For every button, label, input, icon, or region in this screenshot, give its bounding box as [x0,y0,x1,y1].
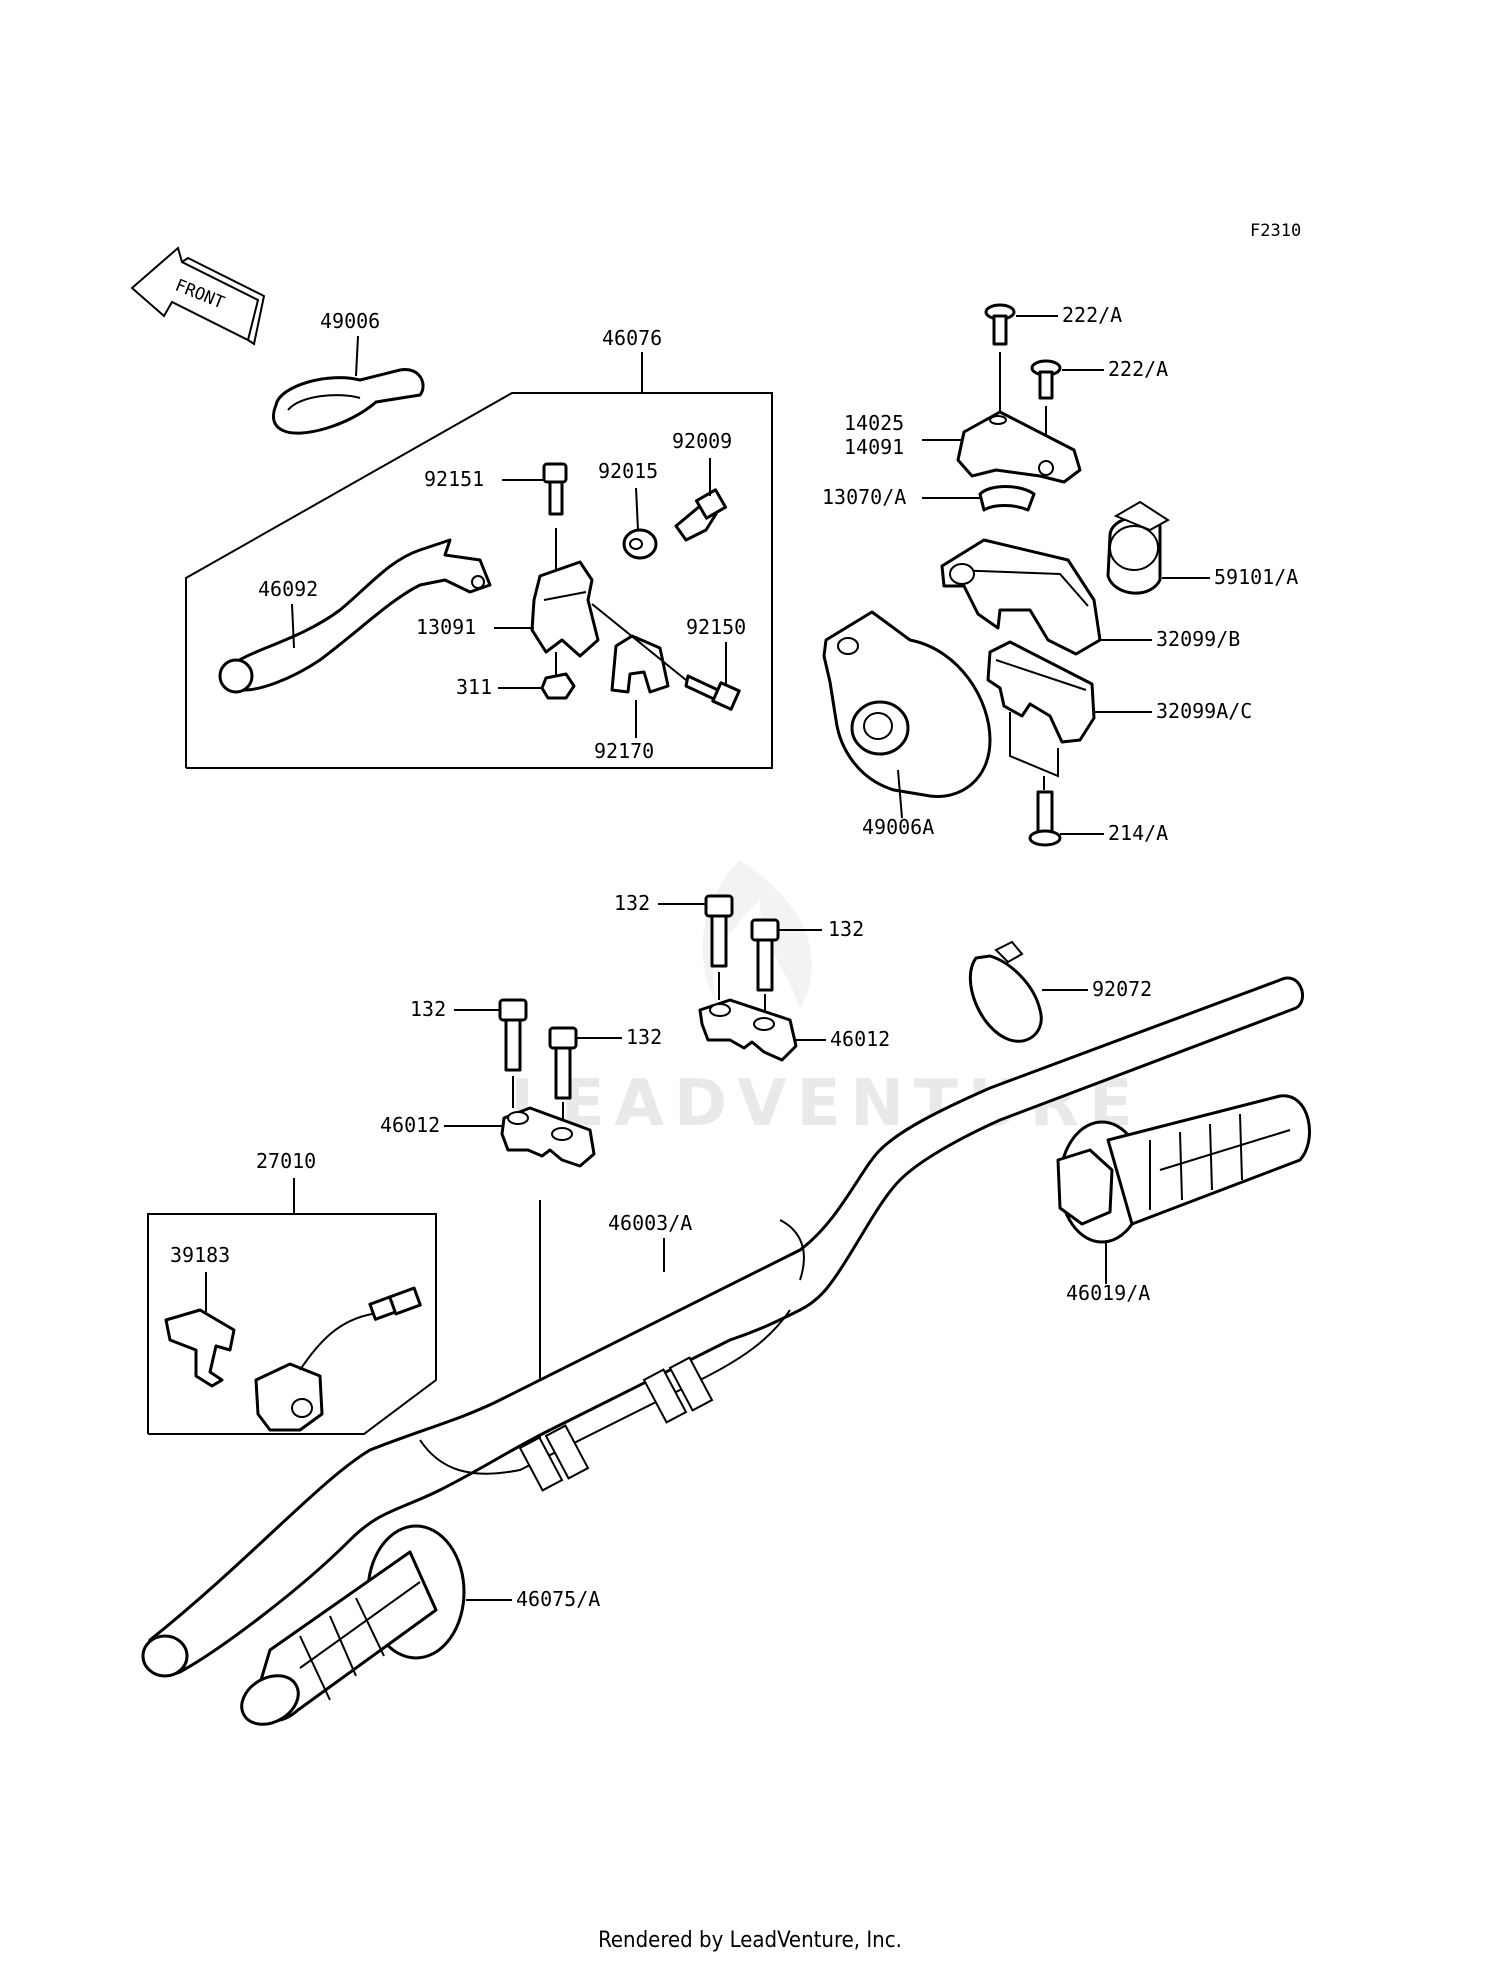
throttle-housing-upper-32099b [940,538,1102,656]
label-14091: 14091 [844,435,904,459]
collar-59101a [1106,500,1170,595]
label-46092: 46092 [258,577,318,601]
label-92151: 92151 [424,467,484,491]
handlebar-clamp-46012-1 [698,998,798,1062]
screw-222a-1 [984,303,1016,346]
grip-left-46075a [240,1524,466,1726]
label-92150: 92150 [686,615,746,639]
label-222a-2: 222/A [1108,357,1168,381]
front-arrow-icon: FRONT [130,246,266,346]
label-92072: 92072 [1092,977,1152,1001]
label-132-1: 132 [614,891,650,915]
label-14025: 14025 [844,411,904,435]
knurl-band-2 [642,1356,714,1424]
label-92015: 92015 [598,459,658,483]
label-13070a: 13070/A [822,485,906,509]
lever-cover-49006 [272,368,425,435]
label-46075a: 46075/A [516,1587,600,1611]
throttle-cover-49006a [822,610,992,798]
throttle-housing-lower-32099ac [986,640,1096,744]
handlebar-clamp-46012-2 [500,1106,596,1168]
bolt-132-3 [498,998,528,1072]
label-49006a: 49006A [862,815,934,839]
label-214a: 214/A [1108,821,1168,845]
lever-holder-13091 [530,560,600,658]
label-311: 311 [456,675,492,699]
label-13091: 13091 [416,615,476,639]
label-222a-1: 222/A [1062,303,1122,327]
band-92072 [968,940,1043,1043]
kill-switch-27010 [254,1286,422,1432]
bolt-92150 [684,674,741,711]
label-132-2: 132 [828,917,864,941]
pulley-13070a [978,485,1036,512]
label-92009: 92009 [672,429,732,453]
handlebar-46003a [141,976,1305,1678]
clamp-92170 [610,634,670,694]
label-132-4: 132 [626,1025,662,1049]
bolt-92151 [542,462,568,516]
label-46003a: 46003/A [608,1211,692,1235]
label-92170: 92170 [594,739,654,763]
brake-lever-46092 [218,538,492,694]
screw-222a-2 [1030,359,1062,400]
label-46019a: 46019/A [1066,1281,1150,1305]
screw-214a [1028,790,1062,847]
bolt-132-1 [704,894,734,968]
grip-right-46019a [1056,1094,1312,1244]
bolt-132-2 [750,918,780,992]
nut-92015 [622,528,658,560]
label-46012-2: 46012 [380,1113,440,1137]
nut-311 [540,672,576,700]
knurl-band-1 [518,1424,590,1492]
label-32099b: 32099/B [1156,627,1240,651]
label-39183: 39183 [170,1243,230,1267]
label-46012-1: 46012 [830,1027,890,1051]
label-46076: 46076 [602,326,662,350]
label-27010: 27010 [256,1149,316,1173]
label-59101a: 59101/A [1214,565,1298,589]
switch-clamp-39183 [164,1308,236,1388]
figure-code: F2310 [1250,221,1301,241]
footer-credit: Rendered by LeadVenture, Inc. [598,1928,902,1953]
switch-assembly-box [147,1213,437,1435]
label-49006: 49006 [320,309,380,333]
adjuster-92009 [674,488,728,542]
throttle-cover-14025 [956,410,1082,484]
label-132-3: 132 [410,997,446,1021]
label-32099ac: 32099A/C [1156,699,1252,723]
